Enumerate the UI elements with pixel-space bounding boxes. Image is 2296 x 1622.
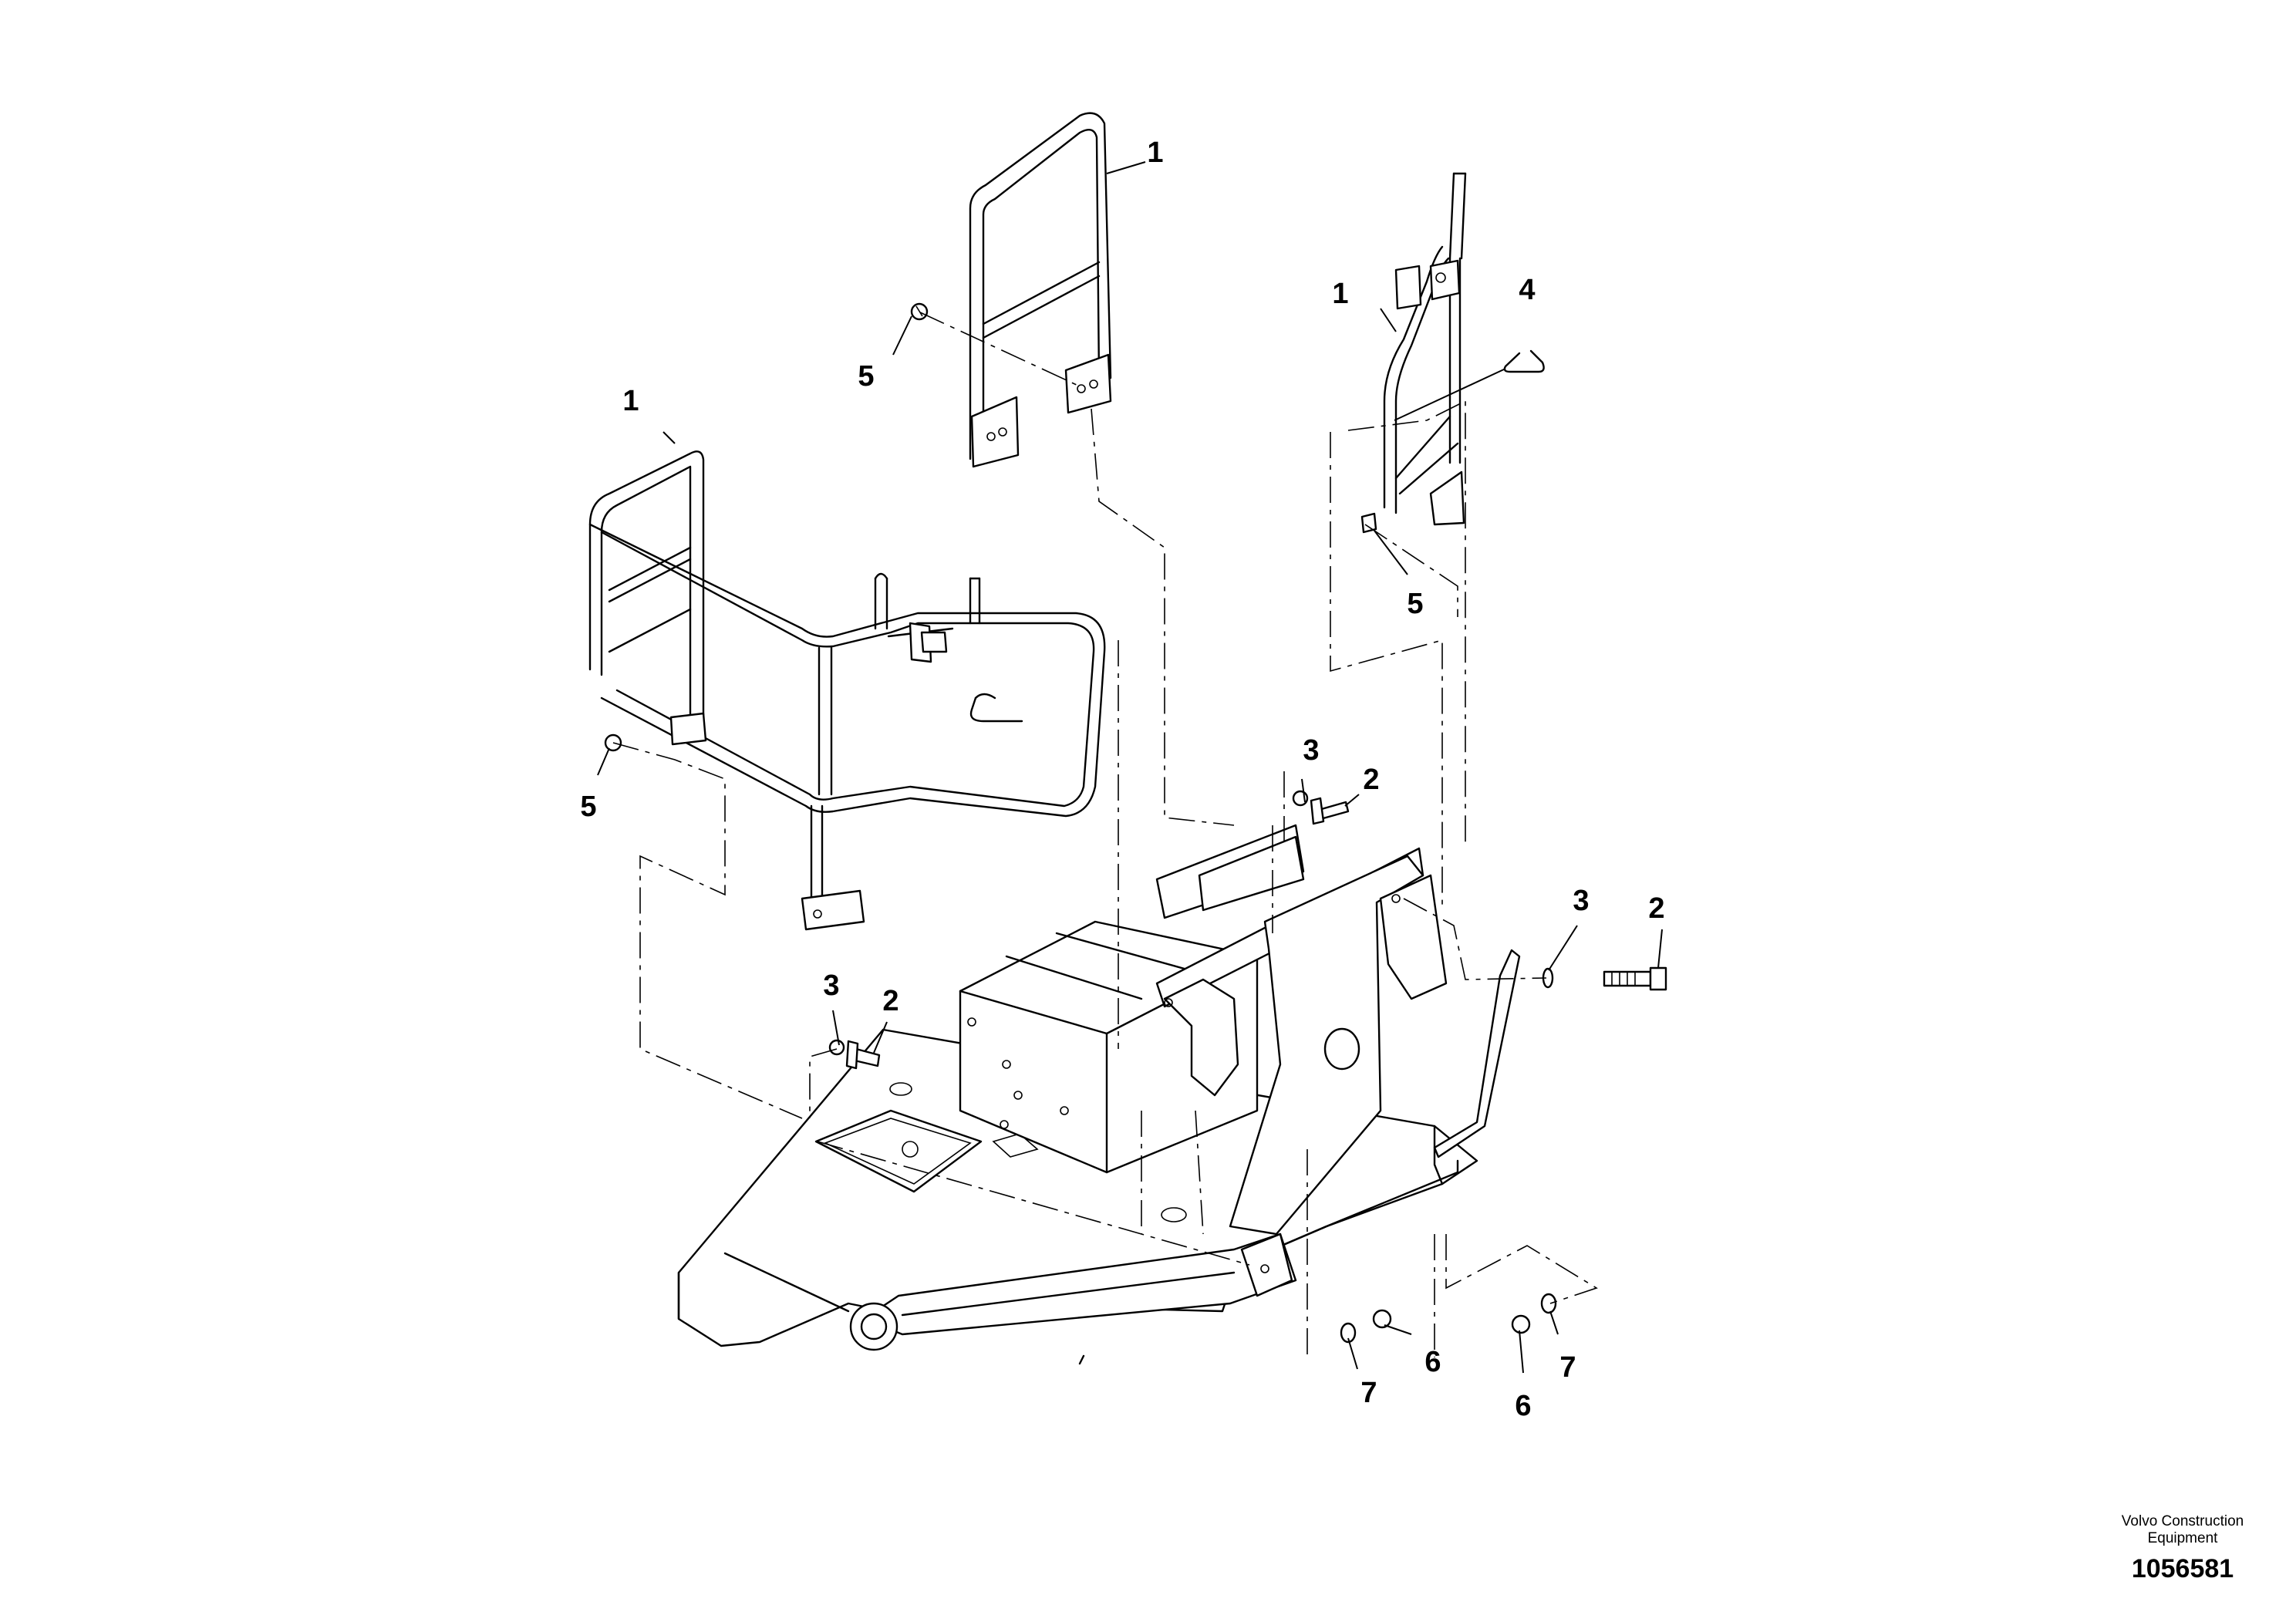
callout-4: 4 [1519,274,1535,306]
callout-7-right: 7 [1559,1351,1576,1384]
brand-line-2: Equipment [2147,1530,2218,1546]
callout-5-center: 5 [858,360,874,393]
callout-6-right: 6 [1515,1390,1531,1422]
leader-lines [597,161,1663,1374]
u-bolt [1503,349,1545,373]
brand-line-1: Volvo Construction [2121,1513,2244,1529]
side-rail [1433,949,1521,1158]
callout-1-right-rail: 1 [1332,278,1348,310]
assembly-lines [612,312,1598,1357]
callout-3-upper: 3 [1303,734,1319,767]
publisher-footer: Volvo Construction Equipment 1056581 [2082,1513,2283,1586]
callout-7-center: 7 [1360,1377,1377,1409]
document-number: 1056581 [2131,1554,2234,1583]
handrail-center [969,112,1112,468]
fasteners [604,302,1667,1344]
callout-1-left-rail: 1 [622,385,639,417]
handrail-right [1383,172,1467,526]
brand-label: Volvo Construction Equipment [2082,1513,2283,1547]
callout-1-center-rail: 1 [1147,137,1163,169]
handrail-left [588,450,1106,931]
callout-2-left: 2 [882,985,899,1017]
callout-2-right: 2 [1648,892,1664,925]
callout-3-left: 3 [823,969,839,1002]
seat-support-frame [1155,824,1448,1236]
callout-5-left: 5 [580,791,596,823]
callout-6-center: 6 [1424,1346,1441,1378]
callout-5-right: 5 [1407,588,1423,620]
callout-3-right: 3 [1573,885,1589,917]
callout-2-upper: 2 [1363,764,1379,796]
